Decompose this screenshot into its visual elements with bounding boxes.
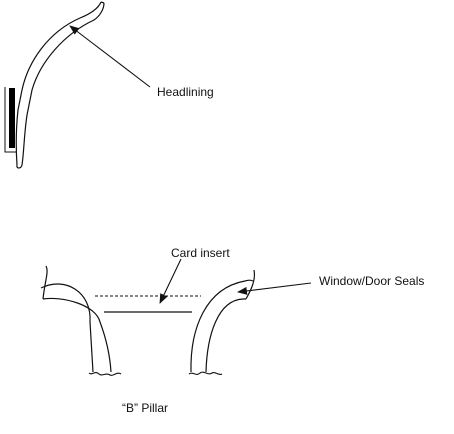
headlining-arrow bbox=[69, 25, 151, 88]
headlining-inner-edge bbox=[21, 2, 105, 166]
right-seal-outer bbox=[190, 279, 254, 373]
right-seal-end bbox=[245, 269, 256, 300]
headlining-profile bbox=[4, 1, 105, 169]
b-pillar-label: “B” Pillar bbox=[122, 401, 168, 415]
headlining-cut-edge bbox=[100, 1, 105, 4]
right-seal-inner bbox=[205, 298, 246, 373]
b-pillar-base-right bbox=[188, 371, 223, 375]
headlining-end-cap bbox=[16, 164, 23, 169]
card-insert-arrow bbox=[159, 258, 182, 304]
window-door-seals-callout: Window/Door Seals bbox=[237, 274, 424, 295]
left-seal-end bbox=[42, 265, 48, 300]
window-door-seals-arrow bbox=[237, 282, 312, 295]
card-insert-label: Card insert bbox=[171, 246, 230, 260]
left-seal-outer bbox=[40, 283, 94, 373]
b-pillar-base-left bbox=[88, 372, 122, 376]
headlining-callout: Headlining bbox=[69, 25, 214, 99]
headlining-label: Headlining bbox=[157, 85, 214, 99]
headlining-outer-edge bbox=[15, 1, 102, 166]
window-door-seals-label: Window/Door Seals bbox=[319, 274, 424, 288]
trim-strip-outline bbox=[4, 87, 16, 153]
card-insert-callout: Card insert bbox=[159, 246, 230, 304]
headlining-trim-strip bbox=[9, 88, 15, 148]
left-seal-inner bbox=[42, 297, 112, 373]
b-pillar-section bbox=[40, 265, 256, 376]
